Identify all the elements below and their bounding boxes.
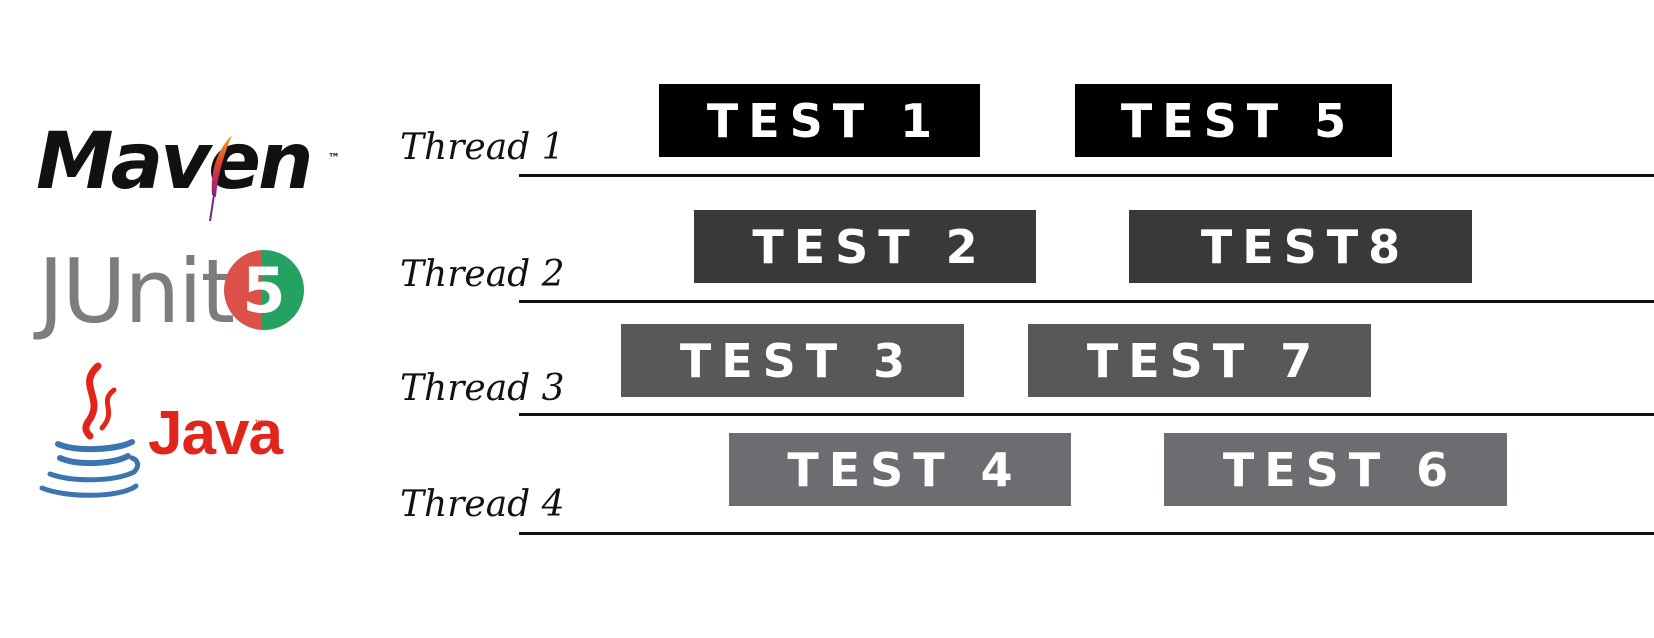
maven-logo: Maven ™ [36,115,340,222]
test-label: TEST8 [1200,219,1411,274]
java-trademark: ™ [254,418,263,428]
junit5-logo: JUnit 5 [38,242,318,342]
apache-feather-icon [209,135,232,222]
thread-line [519,300,1654,303]
test-label: TEST 5 [1120,93,1357,148]
test-block: TEST 4 [729,433,1071,506]
test-block: TEST 3 [621,324,964,397]
test-block: TEST 6 [1164,433,1507,506]
thread-line [519,174,1654,177]
junit5-badge-icon: 5 [224,250,304,330]
test-label: TEST 3 [679,333,916,388]
test-label: TEST 1 [706,93,943,148]
test-label: TEST 6 [1222,442,1459,497]
test-block: TEST 7 [1028,324,1371,397]
test-label: TEST 2 [752,219,988,274]
java-logo: Java ™ [36,362,286,502]
maven-logo-text: Maven [36,117,314,207]
java-cup-icon [39,362,141,498]
thread-line [519,413,1654,416]
thread-line [519,532,1654,535]
test-block: TEST 5 [1075,84,1392,157]
test-label: TEST 7 [1086,333,1323,388]
junit5-badge-number: 5 [242,254,285,327]
thread-label: Thread 3 [400,368,565,409]
thread-label: Thread 2 [400,254,565,295]
test-label: TEST 4 [787,442,1023,497]
maven-trademark: ™ [328,151,340,165]
java-logo-text: Java [148,399,283,468]
thread-label: Thread 4 [400,484,565,525]
junit-logo-text: JUnit [38,240,235,343]
thread-label: Thread 1 [400,127,565,168]
test-block: TEST 1 [659,84,980,157]
test-block: TEST8 [1129,210,1472,283]
test-block: TEST 2 [694,210,1036,283]
